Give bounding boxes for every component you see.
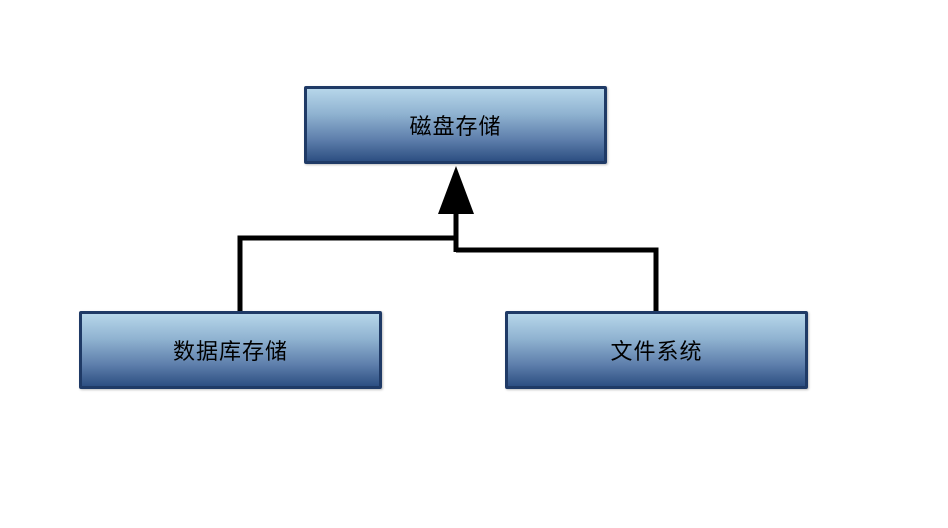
connector-left-child xyxy=(237,235,456,311)
parent-node: 磁盘存储 xyxy=(304,86,607,164)
child-node-filesystem: 文件系统 xyxy=(505,311,808,389)
inheritance-arrowhead xyxy=(438,166,474,214)
child-node-database: 数据库存储 xyxy=(79,311,382,389)
connector-right-child xyxy=(456,247,659,311)
child-node-filesystem-label: 文件系统 xyxy=(610,340,703,365)
parent-node-label: 磁盘存储 xyxy=(409,115,502,140)
child-node-database-label: 数据库存储 xyxy=(172,340,288,365)
